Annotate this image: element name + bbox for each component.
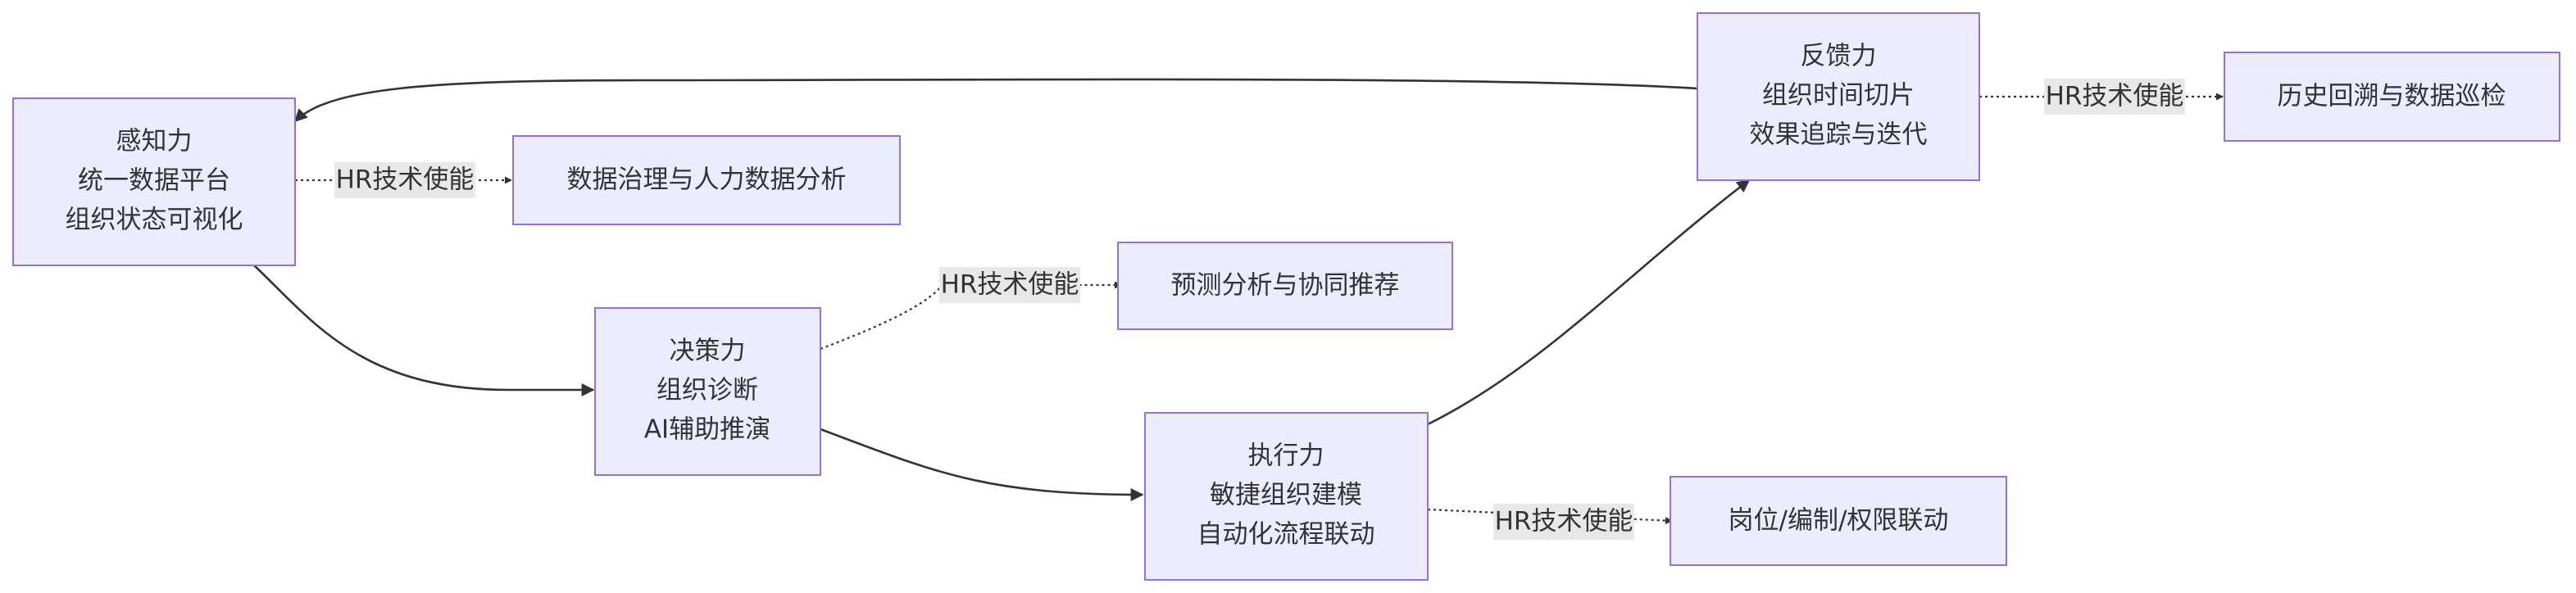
edge-label-feedback: HR技术使能 xyxy=(2044,79,2185,115)
node-perception-title: 感知力 xyxy=(116,127,193,156)
node-feedback-line2: 效果追踪与迭代 xyxy=(1750,120,1928,150)
node-execution-line1: 敏捷组织建模 xyxy=(1210,481,1362,510)
node-perception-line1: 统一数据平台 xyxy=(78,166,230,196)
edge-decision-to-execution xyxy=(820,428,1144,501)
node-history-label: 历史回溯与数据巡检 xyxy=(2278,82,2506,111)
edge-execution-to-feedback xyxy=(1427,179,1751,426)
node-decision: 决策力 组织诊断 AI辅助推演 xyxy=(594,307,821,476)
edge-label-text: HR技术使能 xyxy=(1495,507,1633,536)
edge-label-text: HR技术使能 xyxy=(336,165,475,195)
node-data-governance-label: 数据治理与人力数据分析 xyxy=(567,165,847,195)
edge-label-decision: HR技术使能 xyxy=(939,267,1080,303)
node-history: 历史回溯与数据巡检 xyxy=(2224,52,2560,142)
edge-feedback-to-perception xyxy=(293,78,1698,123)
edge-label-text: HR技术使能 xyxy=(2046,82,2184,111)
node-perception-line2: 组织状态可视化 xyxy=(66,206,243,235)
node-prediction: 预测分析与协同推荐 xyxy=(1117,242,1453,330)
node-execution-title: 执行力 xyxy=(1248,441,1324,471)
node-feedback-line1: 组织时间切片 xyxy=(1762,81,1915,111)
node-decision-title: 决策力 xyxy=(670,337,746,366)
node-feedback: 反馈力 组织时间切片 效果追踪与迭代 xyxy=(1697,12,1980,181)
node-prediction-label: 预测分析与协同推荐 xyxy=(1171,271,1400,301)
node-decision-line1: 组织诊断 xyxy=(656,376,758,405)
node-position-linkage-label: 岗位/编制/权限联动 xyxy=(1729,506,1949,536)
edge-label-text: HR技术使能 xyxy=(941,270,1079,300)
node-position-linkage: 岗位/编制/权限联动 xyxy=(1670,476,2007,566)
node-decision-line2: AI辅助推演 xyxy=(644,415,770,445)
edge-label-execution: HR技术使能 xyxy=(1493,504,1634,540)
edge-label-perception: HR技术使能 xyxy=(334,162,475,198)
node-feedback-title: 反馈力 xyxy=(1801,42,1877,71)
edge-perception-to-decision xyxy=(253,265,595,396)
node-execution-line2: 自动化流程联动 xyxy=(1197,520,1375,550)
node-execution: 执行力 敏捷组织建模 自动化流程联动 xyxy=(1144,412,1429,581)
node-perception: 感知力 统一数据平台 组织状态可视化 xyxy=(12,97,296,266)
node-data-governance: 数据治理与人力数据分析 xyxy=(512,135,901,225)
